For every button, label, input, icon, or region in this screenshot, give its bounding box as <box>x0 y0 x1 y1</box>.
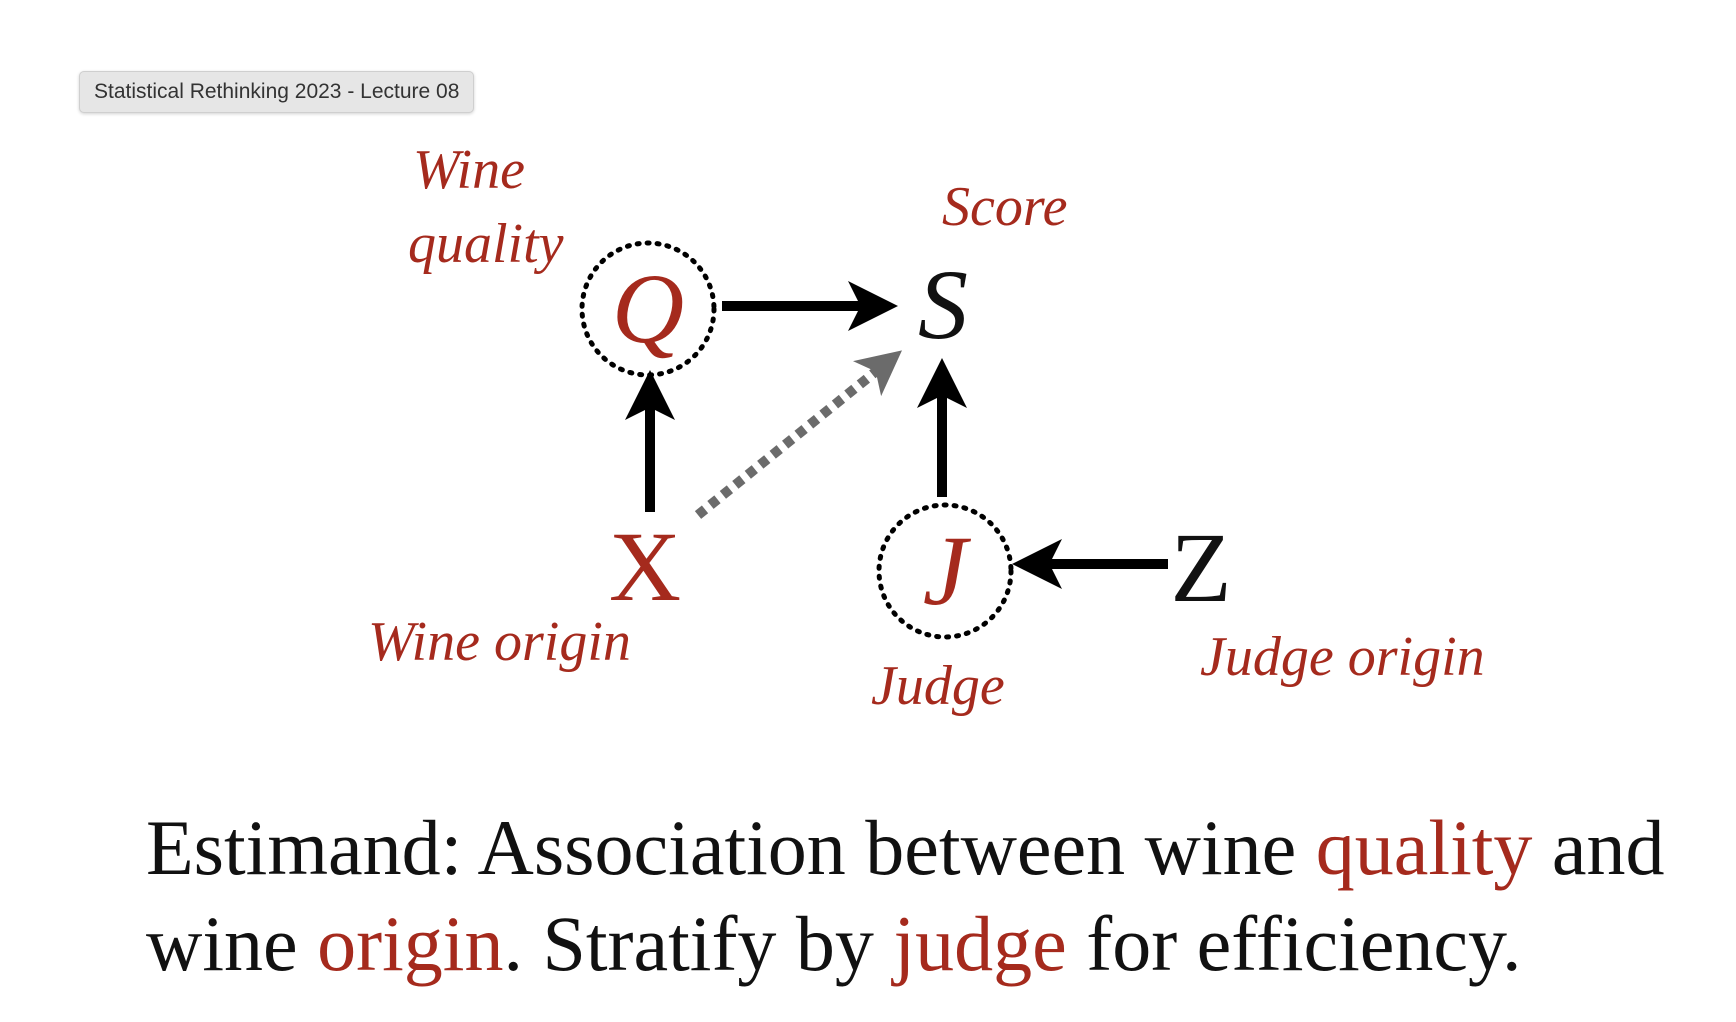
node-z: Z Judge origin <box>1170 512 1484 688</box>
node-x-label: Wine origin <box>368 611 631 673</box>
node-z-symbol: Z <box>1170 512 1231 623</box>
node-z-label: Judge origin <box>1200 626 1485 688</box>
node-q-label-line2: quality <box>408 213 564 275</box>
caption-line-2: wine origin. Stratify by judge for effic… <box>146 896 1706 992</box>
window-title-tag: Statistical Rethinking 2023 - Lecture 08 <box>79 71 475 113</box>
estimand-caption: Estimand: Association between wine quali… <box>146 800 1706 992</box>
node-s-symbol: S <box>918 249 968 360</box>
caption-text: and <box>1532 804 1665 891</box>
node-s: S Score <box>918 176 1067 360</box>
window-title: Statistical Rethinking 2023 - Lecture 08 <box>94 80 460 103</box>
caption-highlight-judge: judge <box>893 900 1067 987</box>
node-j: J Judge <box>871 502 1014 717</box>
caption-text: wine <box>146 900 318 987</box>
node-j-label: Judge <box>871 655 1005 717</box>
node-s-label: Score <box>942 176 1067 238</box>
node-x: X Wine origin <box>368 511 681 673</box>
node-j-symbol: J <box>923 515 972 626</box>
node-q-label-line1: Wine <box>413 139 525 201</box>
caption-highlight-quality: quality <box>1315 804 1533 891</box>
caption-text: for efficiency. <box>1066 900 1522 987</box>
node-j-unobserved-ring <box>876 502 1014 640</box>
node-q-symbol: Q <box>612 253 684 364</box>
node-x-symbol: X <box>609 511 681 622</box>
caption-line-1: Estimand: Association between wine quali… <box>146 800 1706 896</box>
caption-text: Estimand: Association between wine <box>146 804 1316 891</box>
caption-text: . Stratify by <box>503 900 894 987</box>
edge-x-to-s-dotted <box>694 350 903 519</box>
node-q: Q Wine quality <box>408 139 717 378</box>
caption-highlight-origin: origin <box>317 900 504 987</box>
